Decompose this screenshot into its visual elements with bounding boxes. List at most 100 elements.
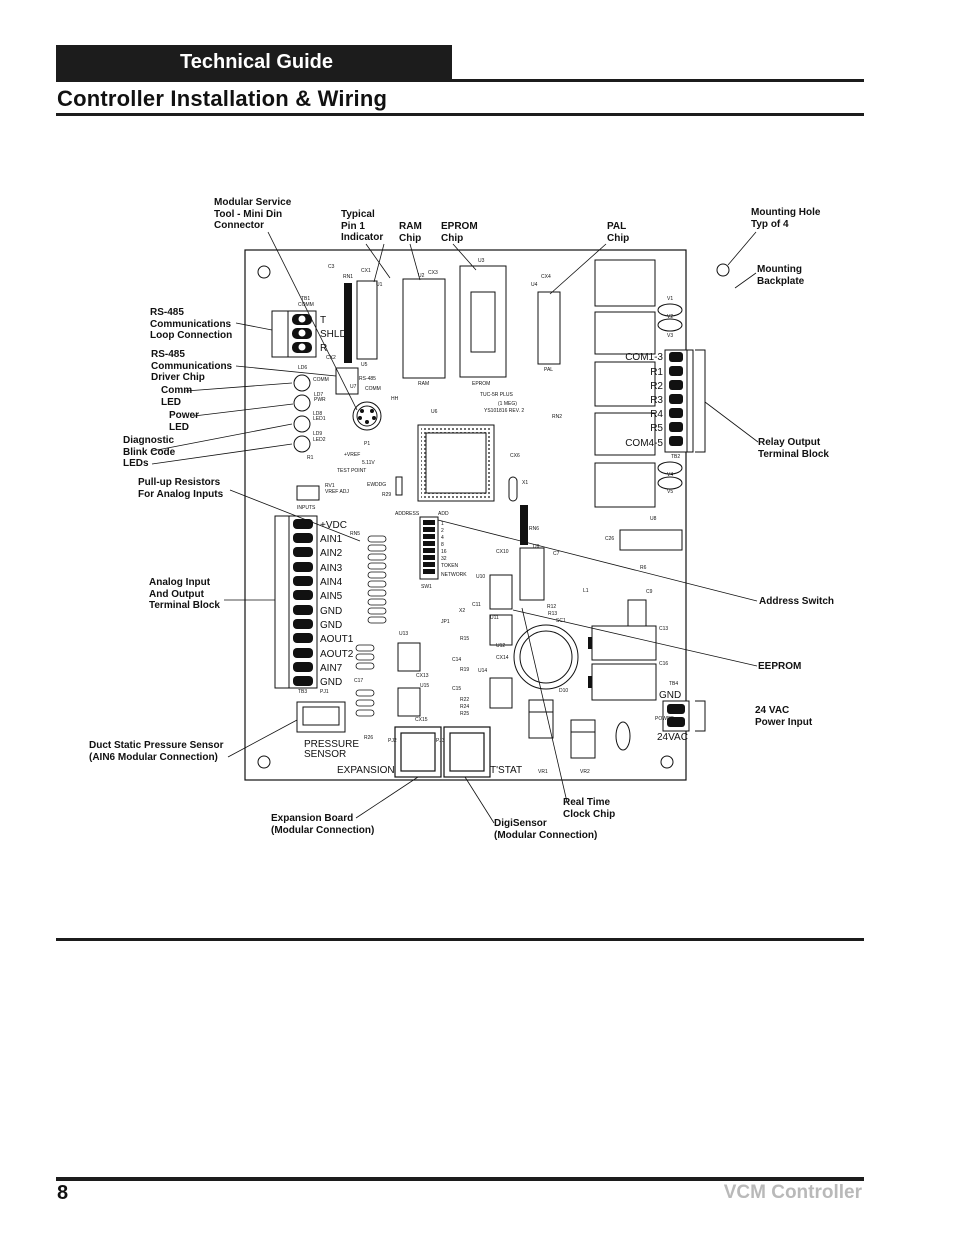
- svg-text:EPROM: EPROM: [472, 381, 490, 387]
- rs485-driver-chip: [335, 367, 359, 395]
- svg-text:RN1: RN1: [343, 274, 353, 280]
- svg-text:C14: C14: [452, 657, 461, 663]
- svg-text:TB4: TB4: [669, 681, 678, 687]
- tstat-label: T'STAT: [490, 765, 522, 776]
- svg-text:V5: V5: [667, 489, 673, 495]
- relays: [594, 259, 656, 508]
- svg-text:CX1: CX1: [361, 268, 371, 274]
- expansion-label: EXPANSION: [337, 765, 395, 776]
- svg-text:U1: U1: [376, 282, 383, 288]
- svg-text:LD8: LD8: [313, 411, 322, 417]
- status-leds: [293, 374, 311, 453]
- svg-text:C15: C15: [452, 686, 461, 692]
- svg-text:16: 16: [441, 549, 447, 555]
- svg-text:V2: V2: [667, 314, 673, 320]
- callout-eprom-chip: EPROM Chip: [441, 221, 478, 244]
- pal-chip: [537, 291, 561, 365]
- pressure-sensor-label-line2: SENSOR: [304, 749, 346, 760]
- callout-ram-chip: RAM Chip: [399, 221, 422, 244]
- svg-text:LD6: LD6: [298, 365, 307, 371]
- analog-terminal-label: +VDC: [320, 520, 347, 531]
- svg-text:C9: C9: [646, 589, 653, 595]
- svg-text:C16: C16: [659, 661, 668, 667]
- svg-text:U10: U10: [476, 574, 485, 580]
- expansion-jack: [394, 726, 442, 778]
- analog-terminal-label: GND: [320, 606, 342, 617]
- mounting-holes: [257, 263, 730, 769]
- comm-terminal-label: SHLD: [320, 329, 347, 340]
- callout-mounting-hole: Mounting Hole Typ of 4: [751, 207, 821, 230]
- svg-text:C17: C17: [354, 678, 363, 684]
- callout-comm-led: Comm LED: [161, 385, 193, 408]
- svg-text:R25: R25: [460, 711, 469, 717]
- comm-terminal-label: T: [320, 315, 326, 326]
- svg-text:NETWORK: NETWORK: [441, 572, 467, 578]
- svg-text:+VREF: +VREF: [344, 452, 360, 458]
- pullup-resistors: [355, 535, 387, 717]
- rtc-battery: [513, 624, 579, 690]
- svg-text:X2: X2: [459, 608, 465, 614]
- ram-chip: [402, 278, 446, 379]
- svg-text:COMM: COMM: [298, 302, 314, 308]
- svg-text:CX4: CX4: [541, 274, 551, 280]
- chip-u1: [356, 280, 378, 360]
- svg-text:TUC-5R PLUS: TUC-5R PLUS: [480, 392, 513, 398]
- svg-text:R29: R29: [382, 492, 391, 498]
- analog-terminal-label: AOUT1: [320, 634, 354, 645]
- svg-text:U8: U8: [650, 516, 657, 522]
- svg-text:TOKEN: TOKEN: [441, 563, 459, 569]
- callout-duct-static: Duct Static Pressure Sensor (AIN6 Modula…: [89, 740, 224, 763]
- svg-text:C13: C13: [659, 626, 668, 632]
- svg-text:RS-485: RS-485: [359, 376, 376, 382]
- svg-text:5.11V: 5.11V: [362, 460, 375, 466]
- cpu-chip: [417, 424, 495, 502]
- page-number: 8: [57, 1182, 69, 1204]
- callout-digisensor: DigiSensor (Modular Connection): [494, 818, 598, 841]
- svg-text:P1: P1: [364, 441, 370, 447]
- callout-mounting-backplate: Mounting Backplate: [757, 264, 805, 287]
- analog-terminal-block: [274, 515, 318, 689]
- svg-text:TB1: TB1: [301, 296, 310, 302]
- svg-text:YS101816 REV. 2: YS101816 REV. 2: [484, 408, 524, 414]
- relay-terminal-label: R2: [650, 381, 663, 392]
- svg-text:L1: L1: [583, 588, 589, 594]
- svg-text:TB3: TB3: [298, 689, 307, 695]
- svg-text:VR2: VR2: [580, 769, 590, 775]
- comm-terminal-label: R: [320, 343, 327, 354]
- svg-text:COMM: COMM: [313, 377, 329, 383]
- svg-text:COMM: COMM: [365, 386, 381, 392]
- power-terminal-label: 24VAC: [657, 732, 688, 743]
- svg-text:R22: R22: [460, 697, 469, 703]
- header-rule: [56, 79, 864, 82]
- svg-text:U2: U2: [418, 273, 425, 279]
- page-title: Controller Installation & Wiring: [57, 86, 388, 111]
- relay-terminal-label: R4: [650, 409, 663, 420]
- resistor-network-rn1: [344, 283, 352, 363]
- svg-text:1: 1: [441, 521, 444, 527]
- callout-analog-io-block: Analog Input And Output Terminal Block: [149, 577, 220, 611]
- content-end-rule: [56, 938, 864, 941]
- mini-din-connector: [352, 401, 382, 431]
- svg-text:C3: C3: [328, 264, 335, 270]
- header-band: [56, 45, 452, 80]
- svg-text:RN2: RN2: [552, 414, 562, 420]
- svg-text:SW1: SW1: [421, 584, 432, 590]
- analog-terminal-label: GND: [320, 620, 342, 631]
- svg-text:RV1: RV1: [325, 483, 335, 489]
- svg-text:RAM: RAM: [418, 381, 429, 387]
- svg-text:U4: U4: [531, 282, 538, 288]
- svg-text:VR1: VR1: [538, 769, 548, 775]
- callout-rs485-loop: RS-485 Communications Loop Connection: [150, 307, 233, 341]
- svg-text:R15: R15: [460, 636, 469, 642]
- power-terminal-label: GND: [659, 690, 681, 701]
- svg-text:V3: V3: [667, 333, 673, 339]
- svg-text:RN6: RN6: [529, 526, 539, 532]
- svg-text:X1: X1: [522, 480, 528, 486]
- svg-text:U5: U5: [361, 362, 368, 368]
- relay-terminal-label: COM1-3: [625, 352, 663, 363]
- svg-text:U6: U6: [431, 409, 438, 415]
- svg-text:C7: C7: [553, 551, 560, 557]
- header-jumper: [520, 505, 528, 545]
- callout-diagnostic-leds: Diagnostic Blink Code LEDs: [123, 435, 176, 469]
